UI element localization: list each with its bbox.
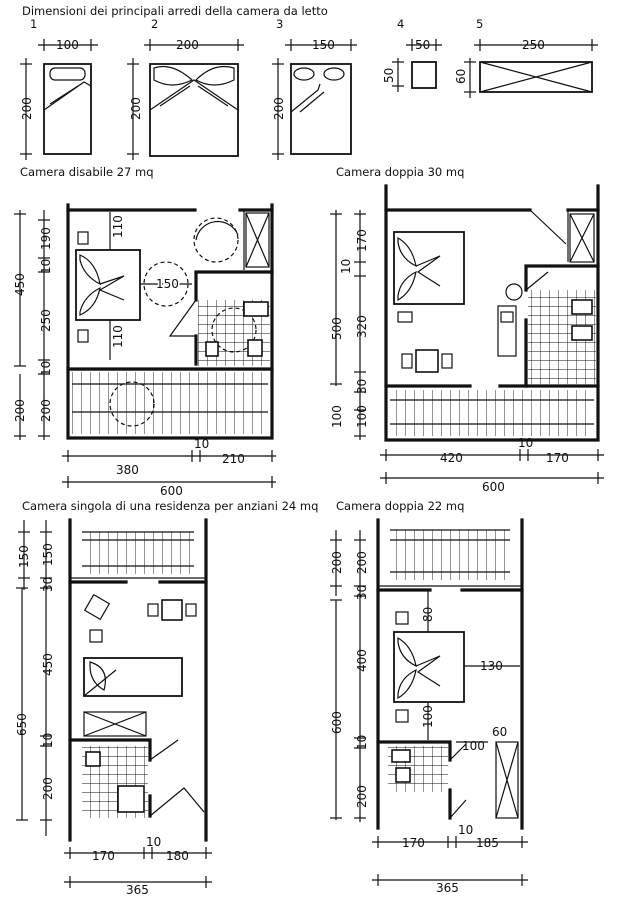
plan-double-room-22: Camera doppia 22 mq 80 130 100 60 1 xyxy=(330,499,528,895)
furniture-index: 4 xyxy=(397,17,404,31)
furniture-row: 1 100 200 2 200 200 xyxy=(20,17,598,160)
furniture-width: 100 xyxy=(56,38,79,52)
furniture-index: 5 xyxy=(476,17,483,31)
furniture-index: 2 xyxy=(151,17,158,31)
dim-label: 30 xyxy=(41,577,55,592)
furniture-double-bed: 2 200 200 xyxy=(127,17,244,160)
furniture-width: 50 xyxy=(415,38,430,52)
dim-label: 130 xyxy=(480,659,503,673)
furniture-depth: 200 xyxy=(129,97,143,120)
dim-label: 10 xyxy=(194,437,209,451)
dim-label: 100 xyxy=(355,405,369,428)
plan-title: Camera doppia 30 mq xyxy=(336,165,464,179)
dim-label: 10 xyxy=(355,735,369,750)
dim-label: 10 xyxy=(458,823,473,837)
furniture-index: 3 xyxy=(276,17,283,31)
furniture-depth: 200 xyxy=(20,97,34,120)
furniture-wardrobe: 5 250 60 xyxy=(454,17,598,98)
dim-label: 420 xyxy=(440,451,463,465)
dim-label: 150 xyxy=(17,545,31,568)
dim-label: 170 xyxy=(92,849,115,863)
svg-text:150: 150 xyxy=(156,277,179,291)
dim-label: 600 xyxy=(160,484,183,498)
dim-label: 200 xyxy=(41,777,55,800)
dim-label: 190 xyxy=(39,227,53,250)
dim-label: 365 xyxy=(126,883,149,897)
dim-label: 200 xyxy=(39,399,53,422)
furniture-french-bed: 3 150 200 xyxy=(272,17,357,160)
dim-label: 450 xyxy=(41,653,55,676)
dim-label: 170 xyxy=(402,836,425,850)
furniture-width: 200 xyxy=(176,38,199,52)
dim-label: 10 xyxy=(146,835,161,849)
furniture-depth: 60 xyxy=(454,69,468,84)
plan-title: Camera disabile 27 mq xyxy=(20,165,154,179)
furniture-depth: 200 xyxy=(272,97,286,120)
dim-label: 210 xyxy=(222,452,245,466)
dim-label: 150 xyxy=(41,543,55,566)
plan-double-room-30: Camera doppia 30 mq 5 xyxy=(330,165,604,494)
dim-label: 200 xyxy=(330,551,344,574)
dim-label: 200 xyxy=(355,785,369,808)
dim-label: 150 xyxy=(156,277,179,291)
dim-label: 450 xyxy=(13,273,27,296)
furniture-single-bed: 1 100 200 xyxy=(20,17,98,160)
dim-label: 110 xyxy=(111,215,125,238)
dim-label: 100 xyxy=(421,705,435,728)
furniture-index: 1 xyxy=(30,17,37,31)
dim-label: 10 xyxy=(339,259,353,274)
dim-label: 100 xyxy=(330,405,344,428)
dim-label: 400 xyxy=(355,649,369,672)
dim-label: 320 xyxy=(355,315,369,338)
furniture-night-table: 4 50 50 xyxy=(382,17,442,92)
plan-disabled-room: Camera disabile 27 mq 110 110 150 150 xyxy=(13,165,276,498)
dim-label: 10 xyxy=(39,361,53,376)
dim-label: 170 xyxy=(546,451,569,465)
dim-label: 100 xyxy=(462,739,485,753)
dim-label: 500 xyxy=(330,317,344,340)
dim-label: 185 xyxy=(476,836,499,850)
dim-label: 650 xyxy=(15,713,29,736)
furniture-depth: 50 xyxy=(382,68,396,83)
dim-label: 380 xyxy=(116,463,139,477)
plan-title: Camera doppia 22 mq xyxy=(336,499,464,513)
furniture-width: 250 xyxy=(522,38,545,52)
page-title: Dimensioni dei principali arredi della c… xyxy=(22,4,328,18)
dim-label: 110 xyxy=(111,325,125,348)
dim-label: 600 xyxy=(330,711,344,734)
dim-label: 30 xyxy=(355,585,369,600)
dim-label: 10 xyxy=(41,733,55,748)
plan-title: Camera singola di una residenza per anzi… xyxy=(22,499,318,513)
dim-label: 10 xyxy=(518,436,533,450)
dim-label: 170 xyxy=(355,229,369,252)
dim-label: 30 xyxy=(355,379,369,394)
dim-label: 365 xyxy=(436,881,459,895)
dim-label: 600 xyxy=(482,480,505,494)
dim-label: 200 xyxy=(355,551,369,574)
furniture-width: 150 xyxy=(312,38,335,52)
dim-label: 200 xyxy=(13,399,27,422)
plan-elderly-single: Camera singola di una residenza per anzi… xyxy=(15,499,318,897)
dim-label: 250 xyxy=(39,309,53,332)
dim-label: 60 xyxy=(492,725,507,739)
dim-label: 10 xyxy=(39,259,53,274)
dim-label: 80 xyxy=(421,607,435,622)
dim-label: 180 xyxy=(166,849,189,863)
